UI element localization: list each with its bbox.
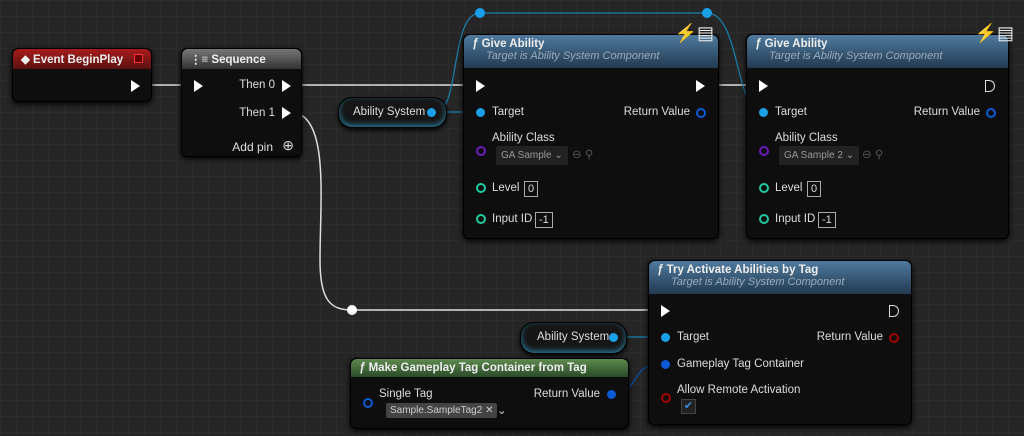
level-input[interactable]: 0 [807,181,822,197]
input-id-pin[interactable] [476,214,486,224]
exec-in-pin[interactable] [661,305,670,317]
make-gameplay-tag-container-node[interactable]: ƒ Make Gameplay Tag Container from Tag S… [350,358,629,429]
object-wire [435,12,763,113]
ability-class-dropdown[interactable]: GA Sample ⌄ [496,146,568,165]
event-beginplay-node[interactable]: ◆ Event BeginPlay [12,48,152,102]
reroute-node [475,8,485,18]
exec-out-pin[interactable] [696,80,705,92]
add-circle-icon[interactable]: ⊕ [282,137,294,153]
allow-remote-checkbox[interactable]: ✔ [681,399,696,414]
input-id-input[interactable]: -1 [818,212,836,228]
object-pin[interactable] [609,333,618,342]
target-pin[interactable] [661,333,670,342]
input-id-pin[interactable] [759,214,769,224]
sequence-node[interactable]: ⋮≡ Sequence Then 0 Then 1 Add pin ⊕ [181,48,302,157]
chevron-down-icon[interactable]: ⌄ [497,405,507,417]
level-input[interactable]: 0 [524,181,539,197]
delegate-pin-icon[interactable] [134,54,143,63]
event-diamond-icon: ◆ [21,54,34,66]
function-icon: ƒ [472,38,482,50]
exec-out-pin[interactable] [889,305,899,317]
return-value-pin[interactable] [607,390,616,399]
browse-icon[interactable]: ⊖ ⚲ [862,149,884,161]
exec-in-pin[interactable] [759,80,768,92]
ability-system-variable[interactable]: Ability System [338,97,447,128]
single-tag-pin[interactable] [363,398,373,408]
exec-out-pin[interactable] [131,80,140,92]
browse-icon[interactable]: ⊖ ⚲ [572,149,594,161]
server-only-icon: ⚡▤ [974,23,1014,43]
function-icon: ƒ [657,264,667,276]
target-pin[interactable] [476,108,485,117]
exec-in-pin[interactable] [194,80,203,92]
add-pin-button[interactable]: Add pin [232,140,273,154]
sequence-icon: ⋮≡ [190,54,212,66]
then0-pin[interactable] [282,80,291,92]
tag-chip[interactable]: Sample.SampleTag2 ✕ [386,403,498,418]
level-pin[interactable] [476,183,486,193]
reroute-node [702,8,712,18]
return-value-pin[interactable] [889,333,899,343]
ability-class-pin[interactable] [476,146,486,156]
input-id-input[interactable]: -1 [535,212,553,228]
return-value-pin[interactable] [986,108,996,118]
exec-out-pin[interactable] [985,80,995,92]
server-only-icon: ⚡▤ [674,23,714,43]
function-icon: ƒ [359,362,369,374]
function-icon: ƒ [755,38,765,50]
level-pin[interactable] [759,183,769,193]
exec-wire [289,111,655,311]
reroute-node [347,305,357,315]
remove-tag-icon[interactable]: ✕ [485,405,494,416]
object-pin[interactable] [427,108,436,117]
tag-container-pin[interactable] [661,360,670,369]
exec-in-pin[interactable] [476,80,485,92]
ability-class-dropdown[interactable]: GA Sample 2 ⌄ [779,146,860,165]
return-value-pin[interactable] [696,108,706,118]
ability-system-variable[interactable]: Ability System [520,322,627,354]
target-pin[interactable] [759,108,768,117]
then1-pin[interactable] [282,107,291,119]
ability-class-pin[interactable] [759,146,769,156]
allow-remote-pin[interactable] [661,393,671,403]
